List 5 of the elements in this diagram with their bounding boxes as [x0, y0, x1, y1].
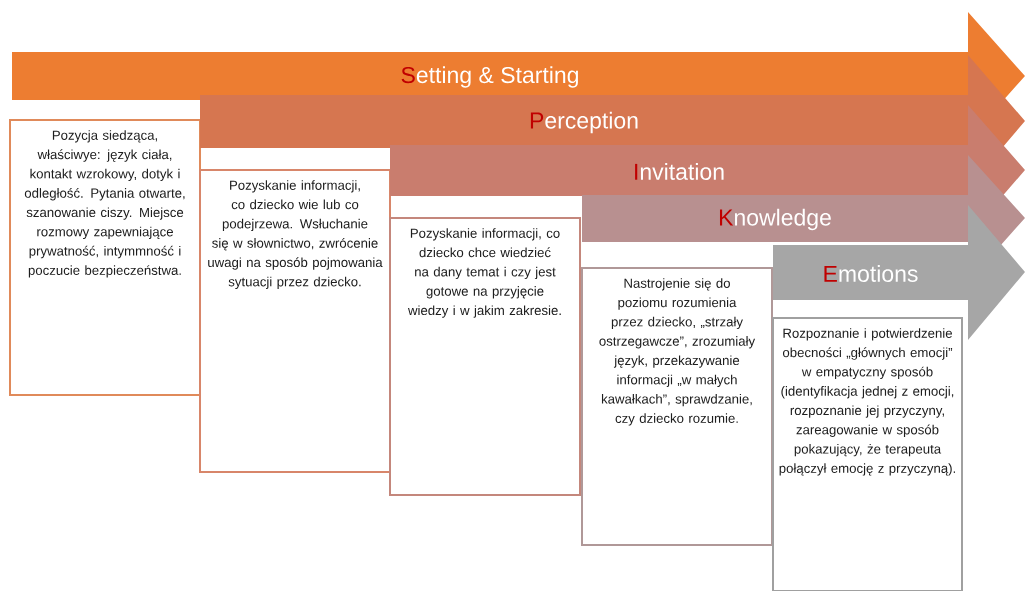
text-box: Pozyskanie informacji, co dziecko chce wiedzieć na dany temat i czy jest gotowe na przyjęcie wiedzy i w jakim zakresie.: [389, 217, 581, 496]
text-box: Pozycja siedząca, właściwye: język ciała, kontakt wzrokowy, dotyk i odległość. Pytania otwarte, szanowanie ciszy. Miejsce rozmowy zapewniające prywatność, intymmność i poczucie bezpieczeństwa.: [9, 119, 201, 396]
text-box: Pozyskanie informacji, co dziecko wie lub co podejrzewa. Wsłuchanie się w słownictwo, zwrócenie uwagi na sposób pojmowania sytuacji przez dziecko.: [199, 169, 391, 473]
text-box: Nastrojenie się do poziomu rozumienia przez dziecko, „strzały ostrzegawcze”, zrozumiały język, przekazywanie informacji „w małych kawałkach”, sprawdzanie, czy dziecko rozumie.: [581, 267, 773, 546]
text-box: Rozpoznanie i potwierdzenie obecności „głównych emocji” w empatyczny sposób (identyfikacja jednej z emocji, rozpoznanie jej przyczyny, zareagowanie w sposób pokazujący, że terapeuta połączył emocję z przyczyną).: [772, 317, 963, 591]
